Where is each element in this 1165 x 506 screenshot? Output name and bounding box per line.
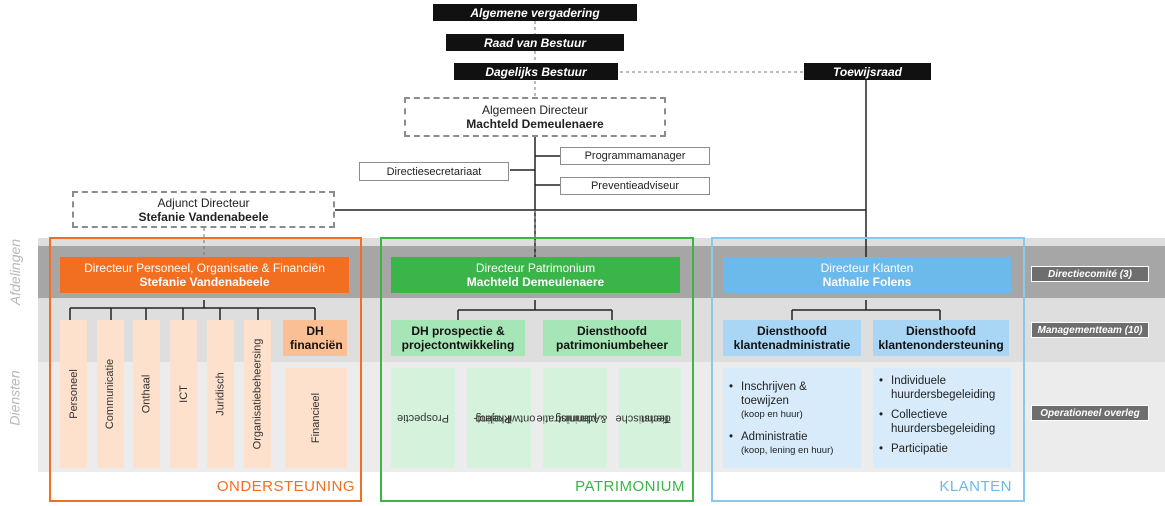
list-item: Administratie (koop, lening en huur) bbox=[729, 430, 855, 458]
list-item-note: (koop en huur) bbox=[741, 409, 803, 420]
list-item-text: Administratie bbox=[741, 431, 808, 443]
clients-director-title: Directeur Klanten bbox=[820, 261, 914, 275]
service-label: Financieel bbox=[309, 392, 322, 444]
program-manager-box: Programmamanager bbox=[560, 147, 710, 165]
patrimony-director-name: Machteld Demeulenaere bbox=[466, 275, 605, 289]
service-box-reception: Onthaal bbox=[133, 320, 160, 468]
asset-management-head-box: Diensthoofd patrimoniumbeheer bbox=[543, 320, 681, 356]
list-item-text: Inschrijven & toewijzen bbox=[741, 381, 807, 407]
service-label-line: ontwikkeling bbox=[475, 412, 536, 425]
prospection-head-box: DH prospectie & projectontwikkeling bbox=[391, 320, 525, 356]
service-box-administration-planning: Administratie& planning bbox=[537, 368, 608, 468]
client-admin-services-list: Inschrijven & toewijzen (koop en huur) Ad… bbox=[729, 380, 855, 458]
support-department-name: ONDERSTEUNING bbox=[216, 478, 355, 495]
services-side-label: Diensten bbox=[6, 370, 23, 426]
service-box-prospection: Prospectie bbox=[391, 368, 455, 468]
list-item: Inschrijven & toewijzen (koop en huur) bbox=[729, 380, 855, 422]
client-support-services-box: Individuele huurdersbegeleiding Collecti… bbox=[873, 368, 1011, 468]
service-box-legal: Juridisch bbox=[207, 320, 234, 468]
list-item: Participatie bbox=[879, 442, 1007, 456]
client-admin-head-box: Diensthoofd klantenadministratie bbox=[723, 320, 861, 356]
client-admin-head-line1: Diensthoofd bbox=[757, 324, 827, 338]
legend-management-team: Managementteam (10) bbox=[1031, 322, 1149, 338]
service-label: Organisatiebeheersing bbox=[251, 338, 264, 450]
services-label-wrap: Diensten bbox=[0, 370, 55, 425]
board-box: Raad van Bestuur bbox=[446, 34, 624, 51]
client-admin-head-line2: klantenadministratie bbox=[733, 338, 851, 352]
client-support-services-list: Individuele huurdersbegeleiding Collecti… bbox=[879, 374, 1007, 456]
clients-department-frame bbox=[711, 237, 1025, 502]
legend-directors-committee: Directiecomité (3) bbox=[1031, 266, 1149, 282]
client-support-head-line2: klantenondersteuning bbox=[878, 338, 1004, 352]
support-director-name: Stefanie Vandenabeele bbox=[139, 275, 270, 289]
legend-operational-meeting: Operationeel overleg bbox=[1031, 405, 1149, 421]
clients-director-name: Nathalie Folens bbox=[822, 275, 912, 289]
allocation-council-box: Toewijsraad bbox=[804, 63, 931, 80]
service-box-finance: Financieel bbox=[285, 368, 347, 468]
clients-director-box: Directeur Klanten Nathalie Folens bbox=[723, 257, 1011, 293]
prospection-head-line1: DH prospectie & bbox=[411, 324, 505, 338]
list-item: Collectieve huurdersbegeleiding bbox=[879, 408, 1007, 436]
patrimony-director-box: Directeur Patrimonium Machteld Demeulena… bbox=[391, 257, 680, 293]
service-box-personnel: Personeel bbox=[60, 320, 87, 468]
service-label: ICT bbox=[177, 385, 190, 403]
list-item-note: (koop, lening en huur) bbox=[741, 445, 834, 456]
service-box-organisation-control: Organisatiebeheersing bbox=[244, 320, 271, 468]
patrimony-director-title: Directeur Patrimonium bbox=[475, 261, 596, 275]
deputy-director-box: Adjunct Directeur Stefanie Vandenabeele bbox=[72, 191, 335, 228]
service-label-line: & planning bbox=[555, 412, 608, 425]
service-label-line: dienst bbox=[641, 412, 672, 425]
service-box-project-development: Project-ontwikkeling bbox=[467, 368, 536, 468]
deputy-director-name: Stefanie Vandenabeele bbox=[138, 209, 269, 224]
service-label-line: Prospectie bbox=[397, 412, 449, 424]
departments-side-label: Afdelingen bbox=[6, 238, 23, 306]
prospection-head-line2: projectontwikkeling bbox=[401, 338, 515, 352]
deputy-director-title: Adjunct Directeur bbox=[157, 195, 250, 210]
asset-management-head-line2: patrimoniumbeheer bbox=[555, 338, 669, 352]
service-label: Communicatie bbox=[104, 358, 117, 430]
service-label: Administratie& planning bbox=[537, 386, 608, 450]
finance-head-box: DH financiën bbox=[283, 320, 347, 356]
prevention-advisor-box: Preventieadviseur bbox=[560, 177, 710, 195]
support-department-frame bbox=[49, 237, 362, 502]
service-box-communication: Communicatie bbox=[97, 320, 124, 468]
service-label: Juridisch bbox=[214, 372, 227, 416]
list-item: Individuele huurdersbegeleiding bbox=[879, 374, 1007, 402]
secretariat-box: Directiesecretariaat bbox=[359, 162, 509, 181]
asset-management-head-line1: Diensthoofd bbox=[577, 324, 647, 338]
finance-head-label: DH financiën bbox=[290, 324, 343, 352]
general-director-name: Machteld Demeulenaere bbox=[466, 117, 604, 131]
service-label: Onthaal bbox=[140, 374, 153, 414]
client-support-head-box: Diensthoofd klantenondersteuning bbox=[873, 320, 1009, 356]
support-director-box: Directeur Personeel, Organisatie & Finan… bbox=[60, 257, 349, 293]
client-support-head-line1: Diensthoofd bbox=[906, 324, 976, 338]
patrimony-department-frame bbox=[380, 237, 694, 502]
general-director-title: Algemeen Directeur bbox=[481, 103, 589, 117]
service-label: Project-ontwikkeling bbox=[474, 388, 536, 448]
service-label: Prospectie bbox=[397, 392, 449, 444]
client-admin-services-box: Inschrijven & toewijzen (koop en huur) Ad… bbox=[723, 368, 861, 468]
service-box-ict: ICT bbox=[170, 320, 197, 468]
support-director-title: Directeur Personeel, Organisatie & Finan… bbox=[84, 261, 325, 275]
general-director-box: Algemeen Directeur Machteld Demeulenaere bbox=[404, 97, 666, 137]
departments-label-wrap: Afdelingen bbox=[0, 239, 55, 305]
service-label: Personeel bbox=[67, 369, 80, 419]
patrimony-department-name: PATRIMONIUM bbox=[575, 478, 685, 495]
general-assembly-box: Algemene vergadering bbox=[433, 4, 637, 21]
daily-board-box: Dagelijks Bestuur bbox=[454, 63, 618, 80]
clients-department-name: KLANTEN bbox=[939, 478, 1012, 495]
